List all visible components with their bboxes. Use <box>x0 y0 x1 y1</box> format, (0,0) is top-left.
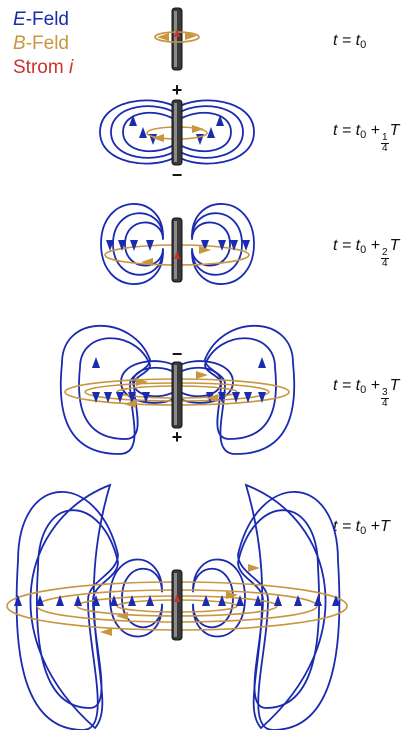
minus-sign: − <box>172 344 183 364</box>
e-field-arrow <box>92 595 100 606</box>
e-field-arrow <box>116 392 124 403</box>
b-field-arrow <box>116 612 128 620</box>
e-field-line <box>124 221 164 267</box>
e-field-line <box>204 337 277 440</box>
b-field-arrow <box>185 32 197 40</box>
e-field-arrow <box>92 392 100 403</box>
plus-sign: + <box>172 427 183 447</box>
e-field-arrow <box>218 595 226 606</box>
e-field-line <box>204 325 296 455</box>
e-field-arrow <box>36 595 44 606</box>
e-field-arrow <box>242 240 250 251</box>
antenna-rod-highlight <box>174 103 177 162</box>
e-field-arrow <box>110 595 118 606</box>
time-label-full: t = t0 +T <box>333 518 390 537</box>
current-arrow <box>174 594 180 602</box>
current-arrow <box>174 29 180 37</box>
e-field-arrow <box>146 240 154 251</box>
e-field-arrow <box>106 240 114 251</box>
e-field-arrow <box>130 240 138 251</box>
e-field-arrow <box>230 240 238 251</box>
e-field-arrow <box>258 392 266 403</box>
e-field-arrow <box>14 595 22 606</box>
e-field-arrow <box>142 392 150 403</box>
time-label-t0: t = t0 <box>333 32 367 51</box>
antenna-rod-highlight <box>174 573 177 637</box>
b-field-arrow <box>196 371 208 379</box>
e-field-arrow <box>254 595 262 606</box>
current-arrow <box>174 251 180 259</box>
e-field-line <box>78 337 151 440</box>
antenna-rod-highlight <box>174 11 177 67</box>
b-field-arrow <box>157 33 169 41</box>
b-field-arrow <box>100 628 112 636</box>
e-field-arrow <box>236 595 244 606</box>
e-field-line <box>237 491 341 730</box>
e-field-arrow <box>104 392 112 403</box>
e-field-line <box>191 203 255 285</box>
e-field-arrow <box>202 595 210 606</box>
e-field-arrow <box>56 595 64 606</box>
legend-current: Strom i <box>13 57 74 78</box>
e-field-line <box>112 212 164 276</box>
e-field-arrow <box>274 595 282 606</box>
b-field-arrow <box>152 134 164 142</box>
legend-e-field: E-Feld <box>13 9 69 30</box>
e-field-arrow <box>146 595 154 606</box>
e-field-line <box>244 483 327 730</box>
b-field-arrow <box>226 591 238 599</box>
e-field-arrow <box>92 357 100 368</box>
legend-b-field: B-Feld <box>13 33 69 54</box>
e-field-line <box>100 203 164 285</box>
e-field-arrow <box>118 240 126 251</box>
e-field-arrow <box>216 115 224 126</box>
e-field-line <box>191 221 231 267</box>
minus-sign: − <box>172 165 183 185</box>
plus-sign: + <box>172 80 183 100</box>
b-field-arrow <box>192 125 204 133</box>
e-field-line <box>35 509 119 709</box>
antenna-rod-highlight <box>174 365 177 425</box>
b-field-arrow <box>141 258 153 266</box>
antenna-rod-highlight <box>174 221 177 279</box>
b-field-arrow <box>248 564 260 572</box>
e-field-arrow <box>128 392 136 403</box>
e-field-arrow <box>207 127 215 138</box>
b-field-arrow <box>206 394 218 402</box>
b-field-arrow <box>124 400 136 408</box>
e-field-arrow <box>74 595 82 606</box>
e-field-arrow <box>332 595 340 606</box>
e-field-arrow <box>294 595 302 606</box>
e-field-arrow <box>218 240 226 251</box>
e-field-arrow <box>201 240 209 251</box>
b-field-arrow <box>136 378 148 386</box>
e-field-arrow <box>218 392 226 403</box>
e-field-arrow <box>244 392 252 403</box>
e-field-arrow <box>314 595 322 606</box>
e-field-line <box>191 212 243 276</box>
e-field-arrow <box>258 357 266 368</box>
e-field-line <box>59 325 151 455</box>
e-field-arrow <box>139 127 147 138</box>
b-field-arrow <box>199 246 211 254</box>
e-field-arrow <box>129 115 137 126</box>
e-field-arrow <box>128 595 136 606</box>
e-field-line <box>15 491 119 730</box>
e-field-line <box>237 509 321 709</box>
e-field-arrow <box>232 392 240 403</box>
